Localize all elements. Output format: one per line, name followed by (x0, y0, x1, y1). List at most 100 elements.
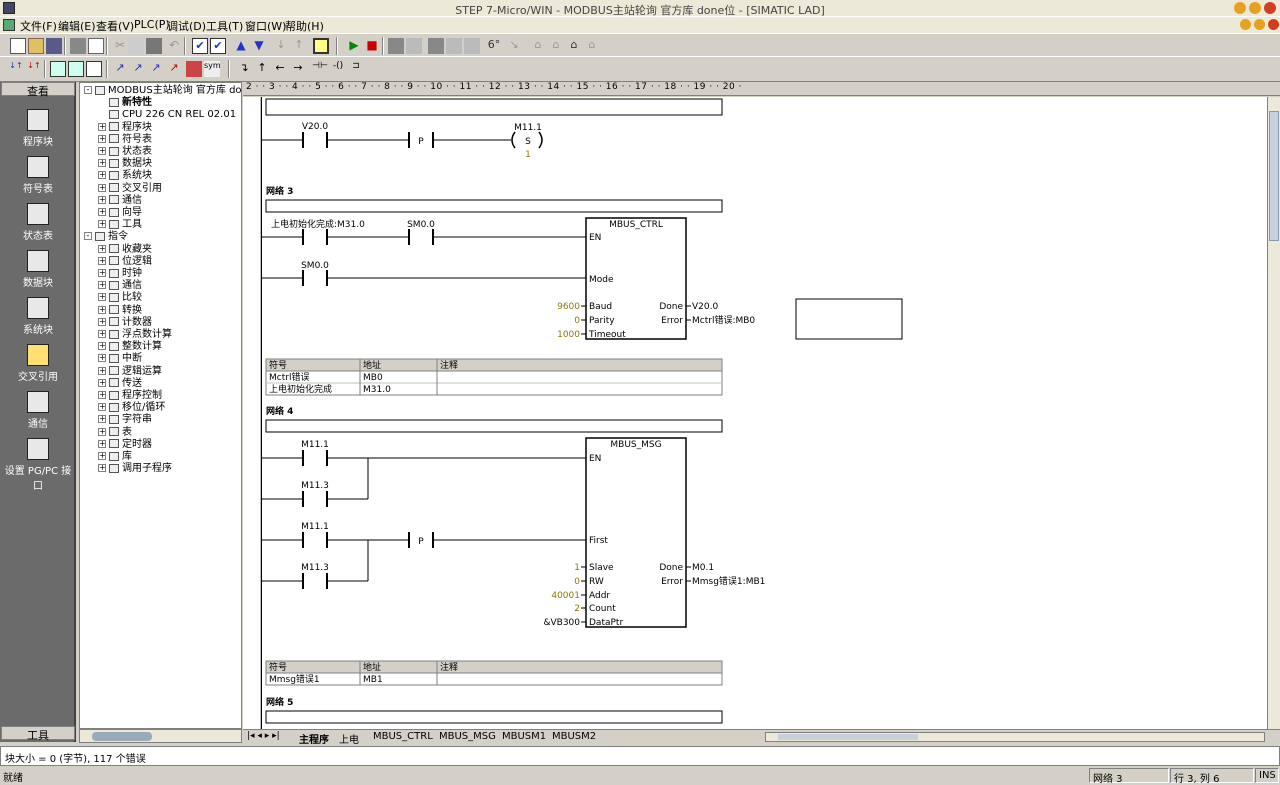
net3-extra-box[interactable] (795, 298, 903, 340)
pause-status-icon[interactable] (406, 38, 422, 54)
write-all-icon[interactable] (464, 38, 480, 54)
tab-nav-arrows[interactable]: |◂ ◂ ▸ ▸| (247, 731, 280, 741)
expand-icon[interactable]: + (98, 341, 106, 351)
nav-status-chart[interactable]: 状态表 (0, 203, 76, 242)
tree-item[interactable]: +数据块 (98, 158, 152, 170)
tree-item[interactable]: +逻辑运算 (98, 366, 162, 378)
menu-tools[interactable]: 工具(T) (206, 20, 244, 33)
tab-mbusm2[interactable]: MBUSM2 (552, 731, 597, 742)
doc-minimize-button[interactable] (1240, 19, 1251, 30)
print-icon[interactable] (70, 38, 86, 54)
expand-icon[interactable]: + (98, 292, 106, 302)
tree-item[interactable]: +比较 (98, 292, 142, 304)
right-line-icon[interactable]: → (293, 61, 303, 74)
expand-icon[interactable]: + (98, 304, 106, 314)
tree-item[interactable]: +通信 (98, 195, 142, 207)
net4-comment[interactable] (265, 419, 723, 433)
tree-item[interactable]: +浮点数计算 (98, 329, 172, 341)
expand-icon[interactable]: + (98, 243, 106, 253)
nav-symbol-table[interactable]: 符号表 (0, 156, 76, 195)
next-bookmark-icon[interactable]: ↗ (133, 61, 143, 74)
expand-icon[interactable]: + (98, 365, 106, 375)
program-status-icon[interactable] (388, 38, 404, 54)
expand-icon[interactable]: + (98, 377, 106, 387)
undo-icon[interactable]: ↶ (168, 38, 180, 52)
unforce-icon[interactable]: ↘ (509, 38, 519, 51)
expand-icon[interactable]: + (98, 146, 106, 155)
read-forced-icon[interactable]: ⌂ (552, 38, 560, 51)
symbol-info-icon[interactable]: sym (204, 61, 221, 77)
maximize-button[interactable] (1249, 2, 1261, 14)
toggle-table-icon[interactable] (86, 61, 102, 77)
expand-icon[interactable]: + (98, 426, 106, 436)
compile-icon[interactable]: ✔ (192, 38, 208, 54)
toggle-symbol-icon[interactable] (68, 61, 84, 77)
menu-plc[interactable]: PLC(P) (134, 18, 170, 31)
tree-item[interactable]: +字符串 (98, 414, 152, 426)
expand-icon[interactable]: + (98, 170, 106, 180)
apply-symbols-icon[interactable] (186, 61, 202, 77)
expand-icon[interactable]: + (98, 219, 106, 229)
tree-item[interactable]: +表 (98, 427, 132, 439)
tree-item[interactable]: +移位/循环 (98, 402, 165, 414)
tree-item[interactable]: +交叉引用 (98, 183, 162, 195)
ladder-diagram[interactable]: V20.0 P M11.1 S 1 网络 3 上电初始化完成:M31.0 SM0… (243, 97, 1267, 729)
expand-icon[interactable]: + (98, 316, 106, 326)
cut-icon[interactable]: ✂ (114, 38, 126, 52)
nav-footer[interactable]: 工具 (1, 726, 75, 742)
tab-main[interactable]: 主程序 (299, 735, 329, 746)
sort-desc-icon[interactable]: ↑ (294, 38, 304, 51)
tree-item[interactable]: +程序块 (98, 122, 152, 134)
delete-network-icon[interactable]: ↓↑ (27, 61, 41, 70)
compile-all-icon[interactable]: ✔ (210, 38, 226, 54)
tabs-horizontal-scrollbar[interactable] (765, 732, 1265, 742)
expand-icon[interactable]: + (98, 158, 106, 168)
tree-item[interactable]: +向导 (98, 207, 142, 219)
unforce-all-icon[interactable]: ⌂ (534, 38, 542, 51)
doc-restore-button[interactable] (1254, 19, 1265, 30)
tree-horizontal-scrollbar[interactable] (79, 729, 242, 743)
tree-item[interactable]: +整数计算 (98, 341, 162, 353)
expand-icon[interactable]: + (98, 255, 106, 265)
chart-status-icon[interactable] (428, 38, 444, 54)
tree-item[interactable]: +中断 (98, 353, 142, 365)
tab-mbusm1[interactable]: MBUSM1 (502, 731, 547, 742)
down-line-icon[interactable]: ↴ (239, 61, 249, 74)
sort-asc-icon[interactable]: ↓ (276, 38, 286, 51)
expand-icon[interactable]: + (98, 207, 106, 216)
tree-item[interactable]: +转换 (98, 305, 142, 317)
download-icon[interactable]: ▼ (254, 38, 264, 52)
net2-comment[interactable] (265, 98, 723, 116)
expand-icon[interactable]: + (98, 353, 106, 363)
editor-scroll-thumb[interactable] (1269, 111, 1279, 241)
nav-communication[interactable]: 通信 (0, 391, 76, 430)
editor-vertical-scrollbar[interactable] (1267, 97, 1280, 729)
run-icon[interactable]: ▶ (349, 38, 359, 52)
nav-set-pgpc[interactable]: 设置 PG/PC 接口 (0, 438, 76, 492)
new-icon[interactable] (10, 38, 26, 54)
box-icon[interactable]: ⊐ (352, 61, 360, 71)
mbus-msg-block[interactable] (585, 437, 687, 628)
tree-item[interactable]: +收藏夹 (98, 244, 152, 256)
expand-icon[interactable]: + (98, 280, 106, 290)
tree-scroll-thumb[interactable] (92, 732, 152, 741)
save-icon[interactable] (46, 38, 62, 54)
nav-system-block[interactable]: 系统块 (0, 297, 76, 336)
expand-icon[interactable]: + (98, 194, 106, 204)
tree-item[interactable]: +计数器 (98, 317, 152, 329)
tree-item[interactable]: +库 (98, 451, 132, 463)
menu-file[interactable]: 文件(F) (20, 20, 57, 33)
collapse-icon[interactable]: - (84, 86, 92, 94)
tree-item[interactable]: CPU 226 CN REL 02.01 (98, 109, 236, 121)
menu-edit[interactable]: 编辑(E) (58, 20, 96, 33)
expand-icon[interactable]: + (98, 451, 106, 460)
close-button[interactable] (1264, 2, 1276, 14)
insert-network-icon[interactable]: ↓↑ (9, 61, 23, 70)
nav-header[interactable]: 查看 (1, 82, 75, 98)
tree-item[interactable]: -指令 (84, 231, 128, 243)
tab-power-on[interactable]: 上电 (339, 735, 359, 746)
paste-icon[interactable] (146, 38, 162, 54)
expand-icon[interactable]: + (98, 463, 106, 473)
up-line-icon[interactable]: ↑ (257, 61, 267, 74)
single-read-icon[interactable] (446, 38, 462, 54)
